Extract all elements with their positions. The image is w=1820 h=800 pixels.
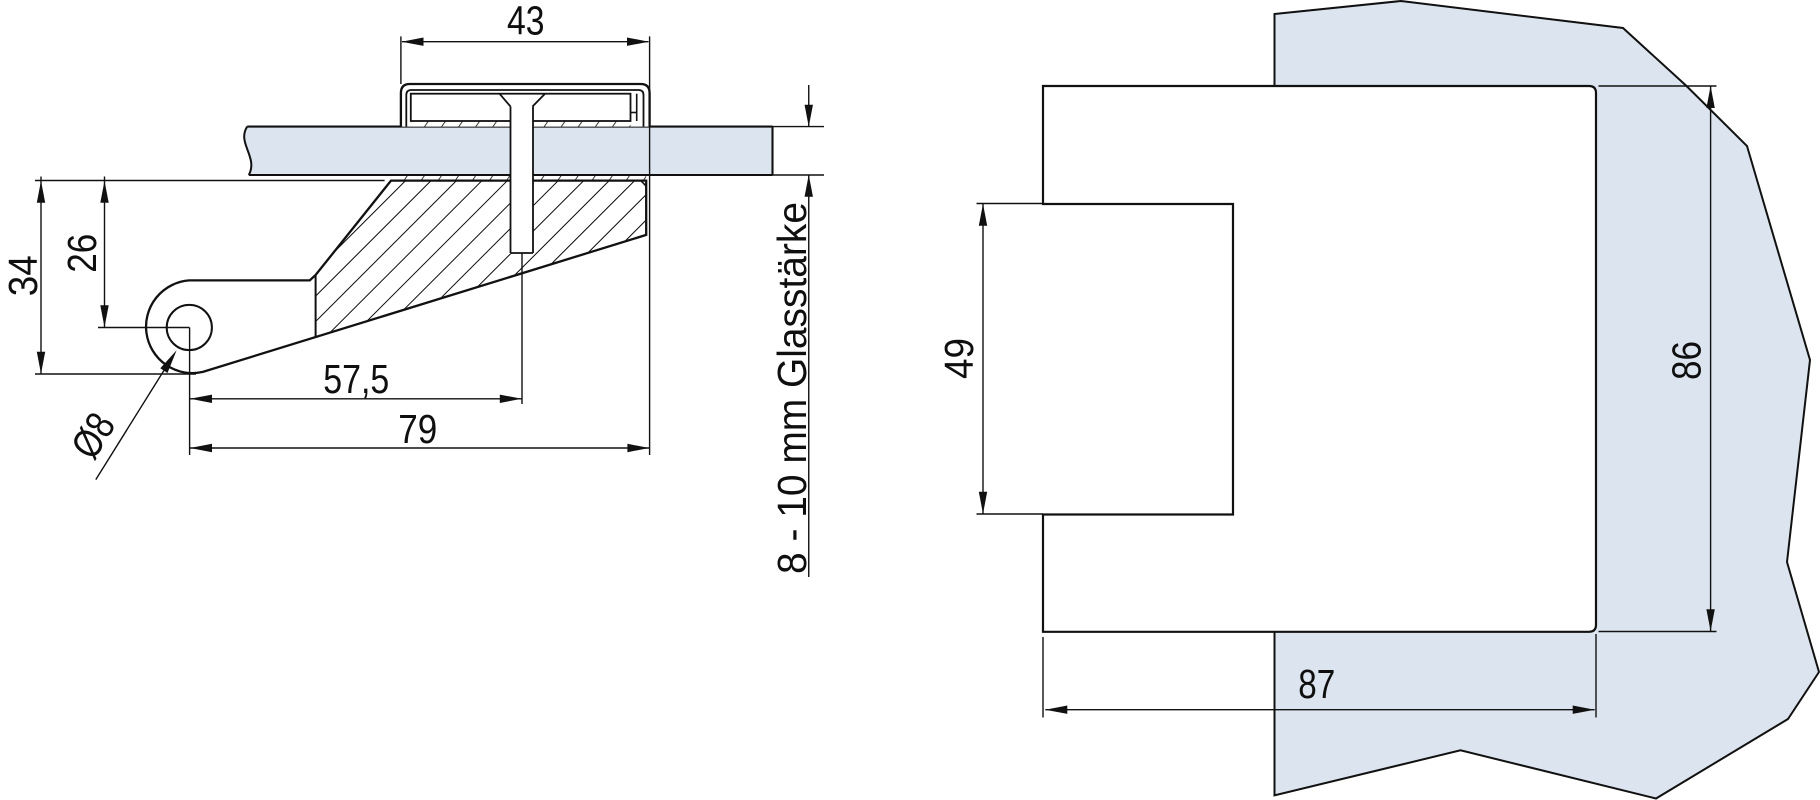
svg-text:34: 34 <box>0 255 46 296</box>
svg-text:49: 49 <box>936 338 982 379</box>
svg-text:43: 43 <box>507 0 545 44</box>
svg-text:79: 79 <box>398 406 437 452</box>
svg-text:86: 86 <box>1664 341 1710 380</box>
svg-text:8 - 10 mm Glasstärke: 8 - 10 mm Glasstärke <box>769 202 815 574</box>
svg-text:Ø8: Ø8 <box>62 405 124 467</box>
svg-text:26: 26 <box>59 234 105 273</box>
svg-text:57,5: 57,5 <box>323 356 389 402</box>
svg-text:87: 87 <box>1298 661 1335 707</box>
